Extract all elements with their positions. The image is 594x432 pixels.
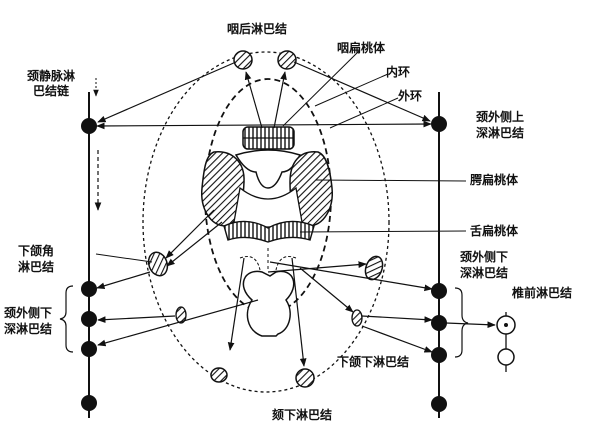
right-chain-nodes: [431, 116, 447, 412]
label-superior-deep-lateral-2: 深淋巴结: [476, 126, 525, 140]
pharyngeal-tonsil-shape: [242, 126, 295, 150]
submental-node-right: [295, 368, 315, 388]
submandibular-node-left: [175, 306, 187, 324]
lingual-tonsil-shape: [223, 220, 315, 243]
label-jugulodigastric-1: 下颌角: [18, 244, 55, 258]
larynx-outline: [242, 270, 295, 337]
prevertebral-nodes: [445, 312, 516, 372]
submental-node-left: [210, 367, 228, 383]
outer-ring: [142, 51, 390, 393]
retropharyngeal-node-left: [233, 50, 253, 70]
drainage-arrows: [96, 61, 433, 367]
label-superior-deep-lateral-1: 颈外侧上: [476, 110, 525, 124]
label-palatine-tonsil: 腭扁桃体: [470, 173, 519, 187]
left-chain-nodes: [81, 118, 97, 411]
retropharyngeal-node-right: [277, 50, 297, 70]
label-inferior-deep-lateral-left-1: 颈外侧下: [4, 306, 53, 320]
label-jugulodigastric-2: 淋巴结: [18, 260, 55, 274]
submandibular-node-right: [351, 309, 363, 327]
label-outer-ring: 外环: [398, 89, 423, 103]
label-prevertebral: 椎前淋巴结: [512, 286, 573, 300]
label-inferior-deep-lateral-left-2: 深淋巴结: [4, 322, 53, 336]
right-bracket: [454, 287, 469, 358]
label-pharyngeal-retro: 咽后淋巴结: [227, 22, 288, 36]
label-internal-jugular-chain-2: 巴结链: [33, 84, 70, 98]
label-pharyngeal-tonsil: 咽扁桃体: [337, 41, 386, 55]
leader-lines: [95, 49, 467, 263]
left-bracket: [59, 285, 74, 353]
label-lingual-tonsil: 舌扁桃体: [470, 224, 519, 238]
label-submandibular: 下颌下淋巴结: [337, 355, 410, 369]
label-submental: 颏下淋巴结: [272, 408, 333, 422]
label-inferior-deep-lateral-right-2: 深淋巴结: [460, 266, 509, 280]
label-inner-ring: 内环: [386, 65, 411, 79]
soft-palate-outline: [234, 149, 302, 189]
label-internal-jugular-chain-1: 颈静脉淋: [27, 69, 76, 83]
label-inferior-deep-lateral-right-1: 颈外侧下: [460, 250, 509, 264]
